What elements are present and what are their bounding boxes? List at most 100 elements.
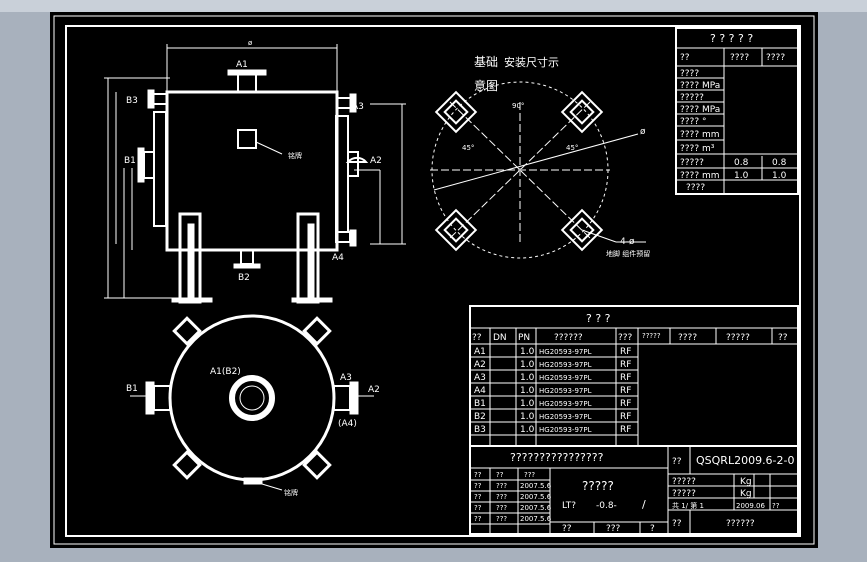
plan-angle-top: 90° [512,102,524,110]
spec-row-label: ???? MPa [680,105,720,115]
top-nozzle-a4-label: (A4) [338,419,357,429]
sign-cell-b: ??? [496,482,507,490]
spec-subheader-3: ???? [766,53,785,63]
pressure-label: -0.8- [596,501,617,511]
plan-bolt-holes: 4-ø [620,237,635,247]
sign-cell-a: ?? [474,504,482,512]
sign-cell-a: ?? [474,482,482,490]
sign-head: ?? [474,471,482,479]
top-view: A1(B2) B1 A3 A2 (A4) [126,314,380,497]
nozzle-header: ????? [642,332,661,340]
nozzle-cell-id: A4 [474,386,486,396]
nozzle-header: ?????? [554,333,583,343]
top-view-shell [168,314,336,482]
sign-cell-b: ??? [496,504,507,512]
nozzle-header: ?? [778,333,788,343]
nozzle-cell-std: HG20593-97PL [539,400,592,408]
top-nozzle-a3-label: A3 [340,373,352,383]
nozzle-cell-pn: 1.0 [520,386,535,396]
outer-frame [53,15,815,545]
inner-frame [65,25,801,537]
nozzle-b3-label: B3 [126,96,138,106]
viewer-left-margin [0,12,50,562]
drawing-date: 2009.06 [736,502,765,510]
title-slash: / [642,498,646,511]
nozzle-b2-label: B2 [238,273,250,283]
drawing-ratio: ?? [772,502,780,510]
nozzle-cell-pn: 1.0 [520,425,535,435]
front-diameter-label: ø [248,39,253,47]
spec-row-label: ???? MPa [680,81,720,91]
nozzle-a2-label: A2 [370,156,382,166]
spec-table: ? ? ? ? ? ?? ???? ???? ???? ???? MPa ???… [675,27,799,195]
sign-head: ??? [524,471,535,479]
viewer-right-margin [818,12,867,562]
front-tag-label: 铭牌 [288,151,302,160]
nozzle-cell-std: HG20593-97PL [539,413,592,421]
nozzle-header: PN [518,333,530,343]
spec-subheader-2: ???? [730,53,749,63]
sheet-info: 共 1/ 第 1 [672,501,704,510]
title-bottom: ??? [606,524,621,534]
sign-head: ?? [496,471,504,479]
nozzle-header: DN [493,333,507,343]
sign-cell-c: 2007.5.6 [520,482,552,490]
weight-unit: Kg [740,477,752,487]
nozzle-a1-label: A1 [236,60,248,70]
spec-row-value: 1.0 [734,171,749,181]
plan-foundation-note: 地脚 组件预留 [606,249,650,258]
nozzle-cell-pn: 1.0 [520,412,535,422]
nozzle-cell-std: HG20593-97PL [539,426,592,434]
drawing-no-label: ?? [672,457,682,467]
spec-row-label: ???? mm [680,171,720,181]
nozzle-cell-pn: 1.0 [520,347,535,357]
mass-label: ????? [672,489,696,499]
nozzle-cell-face: RF [620,399,631,409]
nozzle-header: ??? [618,333,633,343]
nozzle-a4-label: A4 [332,253,344,263]
nozzle-cell-face: RF [620,360,631,370]
top-nozzle-b1-label: B1 [126,384,138,394]
nozzle-cell-std: HG20593-97PL [539,361,592,369]
spec-header: ? ? ? ? ? [710,32,753,45]
sign-cell-b: ??? [496,515,507,523]
weight-label: ????? [672,477,696,487]
nozzle-cell-pn: 1.0 [520,399,535,409]
spec-row-value: 0.8 [772,158,787,168]
sign-cell-a: ?? [474,493,482,501]
nozzle-cell-face: RF [620,412,631,422]
mass-unit: Kg [740,489,752,499]
plan-title-a: 基础 [474,55,498,69]
spec-subheader-1: ?? [680,53,690,63]
title-bottom: ?? [562,524,572,534]
nozzle-cell-std: HG20593-97PL [539,374,592,382]
top-nozzle-a2-label: A2 [368,385,380,395]
top-view-center-nozzle [229,375,275,421]
nozzle-cell-pn: 1.0 [520,373,535,383]
nozzle-cell-id: A1 [474,347,486,357]
nozzle-cell-face: RF [620,386,631,396]
sign-cell-c: 2007.5.6 [520,515,552,523]
plan-title-c: 意图 [474,78,498,93]
drawing-number: QSQRL2009.6-2-0 [696,454,795,467]
plan-angle-right: 45° [566,144,578,152]
spec-row-label: ???? mm [680,130,720,140]
nozzle-cell-id: A2 [474,360,486,370]
nozzle-header: ????? [726,333,750,343]
spec-row-label: ???? [686,183,705,193]
drawing-canvas[interactable]: ø A1 铭牌 B3 A3 [50,12,818,548]
drawing-name: ????? [582,479,614,493]
nozzle-header: ???? [678,333,697,343]
model-label: LT? [562,501,576,511]
spec-row-label: ???? [680,69,699,79]
nozzle-cell-std: HG20593-97PL [539,387,592,395]
spec-row-value: 1.0 [772,171,787,181]
nozzle-cell-id: B1 [474,399,486,409]
sign-cell-b: ??? [496,493,507,501]
front-view: ø A1 铭牌 B3 A3 [104,39,406,304]
plan-title-b: 安装尺寸示 [504,55,559,69]
plan-angle-left: 45° [462,144,474,152]
company-name: ???????????????? [510,451,604,464]
nozzle-cell-id: B3 [474,425,486,435]
